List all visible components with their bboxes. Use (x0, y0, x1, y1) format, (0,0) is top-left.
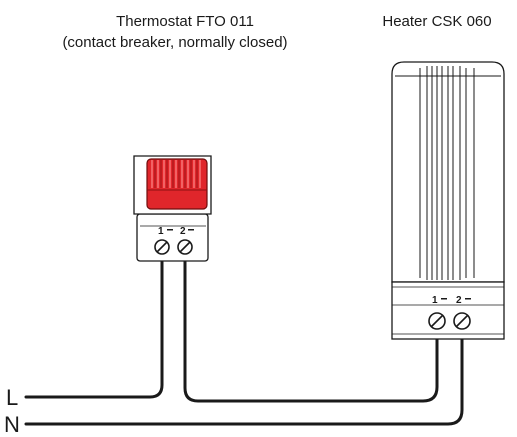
thermostat-knob (146, 158, 208, 210)
heater-terminal-1-label: 1 (432, 295, 438, 306)
neutral-line-label: N (4, 412, 20, 437)
thermostat-subtitle: (contact breaker, normally closed) (62, 34, 288, 51)
live-line-label: L (6, 385, 18, 410)
wire-thermostat-to-heater (183, 260, 439, 403)
thermostat-title: Thermostat FTO 011 (116, 13, 254, 30)
heater-screw-1 (428, 312, 446, 330)
thermostat: 1 2 (133, 155, 212, 262)
thermostat-screw-2 (177, 239, 193, 255)
heater-title: Heater CSK 060 (382, 13, 492, 30)
wire-live (24, 260, 164, 399)
heater-terminal-block (391, 281, 505, 340)
thermostat-screw-1 (154, 239, 170, 255)
wire-neutral (24, 336, 464, 426)
thermostat-terminal-1-label: 1 (158, 226, 164, 237)
heater-terminal-2-label: 2 (456, 295, 462, 306)
thermostat-terminal-2-label: 2 (180, 226, 186, 237)
heater: 1 2 (391, 61, 505, 340)
thermostat-base (136, 213, 209, 262)
wires (24, 260, 464, 426)
heater-fins (419, 66, 475, 280)
heater-screw-2 (453, 312, 471, 330)
